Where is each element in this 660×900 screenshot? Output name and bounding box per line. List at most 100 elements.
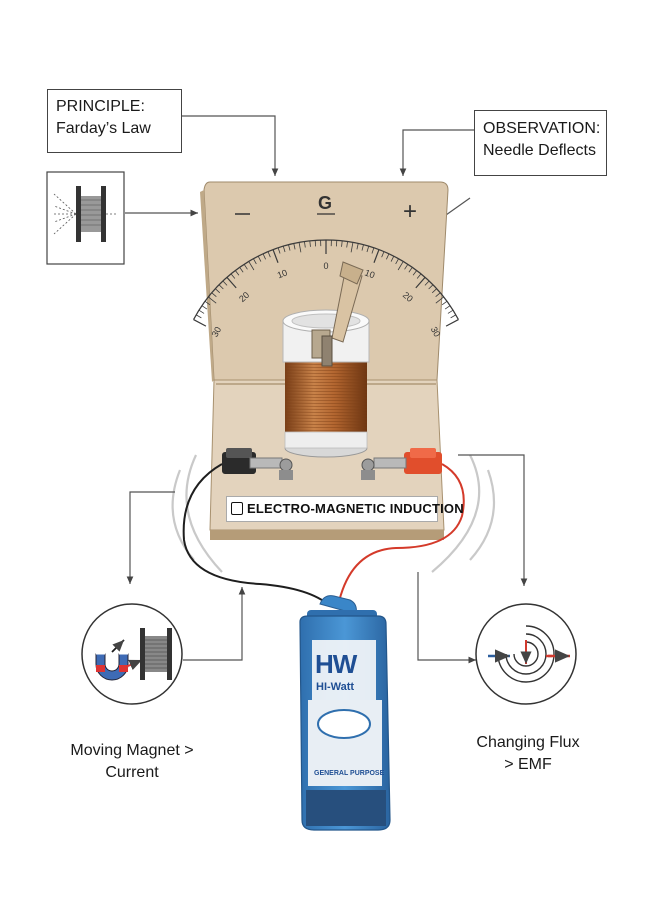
scale-tick [309, 240, 311, 247]
coil-winding [284, 390, 368, 393]
coil-winding [284, 429, 368, 432]
coil-winding [284, 375, 368, 378]
coil-winding [284, 396, 368, 399]
coil-winding [284, 414, 368, 417]
scale-tick [435, 296, 444, 304]
red-terminal [361, 448, 442, 480]
scale-tick [435, 292, 441, 297]
scale-tick [415, 276, 426, 289]
scale-label: 10 [276, 268, 289, 281]
plus-sign: + [403, 198, 418, 225]
scale-tick [390, 256, 395, 262]
coil-winding [284, 417, 368, 420]
principle-text: Farday’s Law [56, 120, 151, 137]
left-flow-arrows [126, 491, 246, 661]
right-flow-arrows [417, 454, 528, 664]
scale-tick [366, 246, 370, 253]
galvanometer-needle [311, 261, 364, 367]
coil-winding [284, 369, 368, 372]
galvanometer-scale: 30 20 10 0 10 20 30 [193, 239, 459, 339]
scale-tick [239, 267, 244, 273]
left-caption: Moving Magnet > Current [52, 740, 212, 784]
brand-logo-icon [231, 502, 243, 515]
scale-tick [371, 247, 375, 254]
observation-heading: OBSERVATION: [483, 120, 601, 137]
wires [182, 463, 465, 607]
scale-tick [361, 244, 364, 251]
scale-tick [416, 273, 422, 279]
scale-label: 0 [323, 261, 328, 271]
flux-rings-icon [475, 603, 577, 705]
scale-label: 10 [363, 268, 376, 281]
board-label: ELECTRO-MAGNETIC INDUCTION [226, 496, 464, 522]
scale-tick [267, 251, 271, 258]
scale-tick [441, 300, 448, 306]
magnet-coil-icon [81, 603, 183, 705]
coil [282, 309, 370, 458]
scale-label: 20 [401, 290, 415, 304]
scale-tick [243, 264, 248, 270]
coil-winding [284, 387, 368, 390]
coil-winding [284, 366, 368, 369]
scale-tick [248, 261, 255, 271]
scale-tick [447, 309, 454, 314]
galvanometer-symbol: G [318, 193, 333, 213]
coil-winding [284, 426, 368, 429]
scale-tick [395, 258, 399, 265]
scale-tick [288, 244, 291, 251]
coil-winding [284, 423, 368, 426]
scale-tick [282, 246, 286, 253]
scale-tick [397, 261, 404, 271]
scale-tick [198, 309, 205, 314]
scale-tick [277, 247, 281, 254]
scale-tick [253, 258, 257, 265]
coil-winding [284, 372, 368, 375]
coil-winding [284, 381, 368, 384]
scale-tick [404, 264, 409, 270]
scale-tick [201, 305, 208, 310]
observation-box: OBSERVATION: Needle Deflects [474, 110, 607, 176]
observation-text: Needle Deflects [483, 142, 596, 159]
scale-tick [257, 256, 262, 262]
black-terminal [222, 448, 293, 480]
scale-tick [445, 319, 459, 327]
principle-heading: PRINCIPLE: [56, 98, 145, 115]
right-caption-line1: Changing Flux [476, 734, 580, 751]
scale-tick [234, 270, 240, 276]
scale-tick [211, 292, 217, 297]
scale-label: 20 [237, 290, 251, 304]
scale-tick [450, 314, 457, 319]
scale-tick [428, 284, 434, 290]
scale-label: 30 [210, 325, 224, 339]
battery-brand-initials: HW [315, 649, 357, 679]
scale-tick [431, 288, 437, 294]
battery-brand-name: HI-Watt [316, 681, 355, 693]
scale-tick [195, 314, 202, 319]
scale-tick [218, 284, 224, 290]
left-caption-line1: Moving Magnet > [70, 742, 194, 759]
scale-tick [262, 253, 266, 260]
board-label-text: ELECTRO-MAGNETIC INDUCTION [247, 501, 464, 516]
scale-tick [381, 251, 385, 258]
motion-arcs [171, 454, 496, 573]
scale-tick [298, 242, 302, 253]
right-caption: Changing Flux > EMF [448, 732, 608, 776]
field-lines-icon [46, 171, 125, 265]
scale-tick [204, 300, 211, 306]
coil-winding [284, 405, 368, 408]
scale-tick [356, 243, 359, 250]
coil-winding [284, 399, 368, 402]
scale-tick [350, 242, 354, 253]
scale-tick [222, 280, 228, 286]
coil-winding [284, 402, 368, 405]
scale-tick [215, 288, 221, 294]
scale-tick [408, 267, 413, 273]
scale-tick [424, 280, 430, 286]
scale-tick [444, 305, 451, 310]
scale-label: 30 [429, 325, 443, 339]
coil-winding [284, 384, 368, 387]
scale-tick [208, 296, 217, 304]
principle-connectors [125, 115, 279, 217]
scale-tick [272, 249, 279, 263]
